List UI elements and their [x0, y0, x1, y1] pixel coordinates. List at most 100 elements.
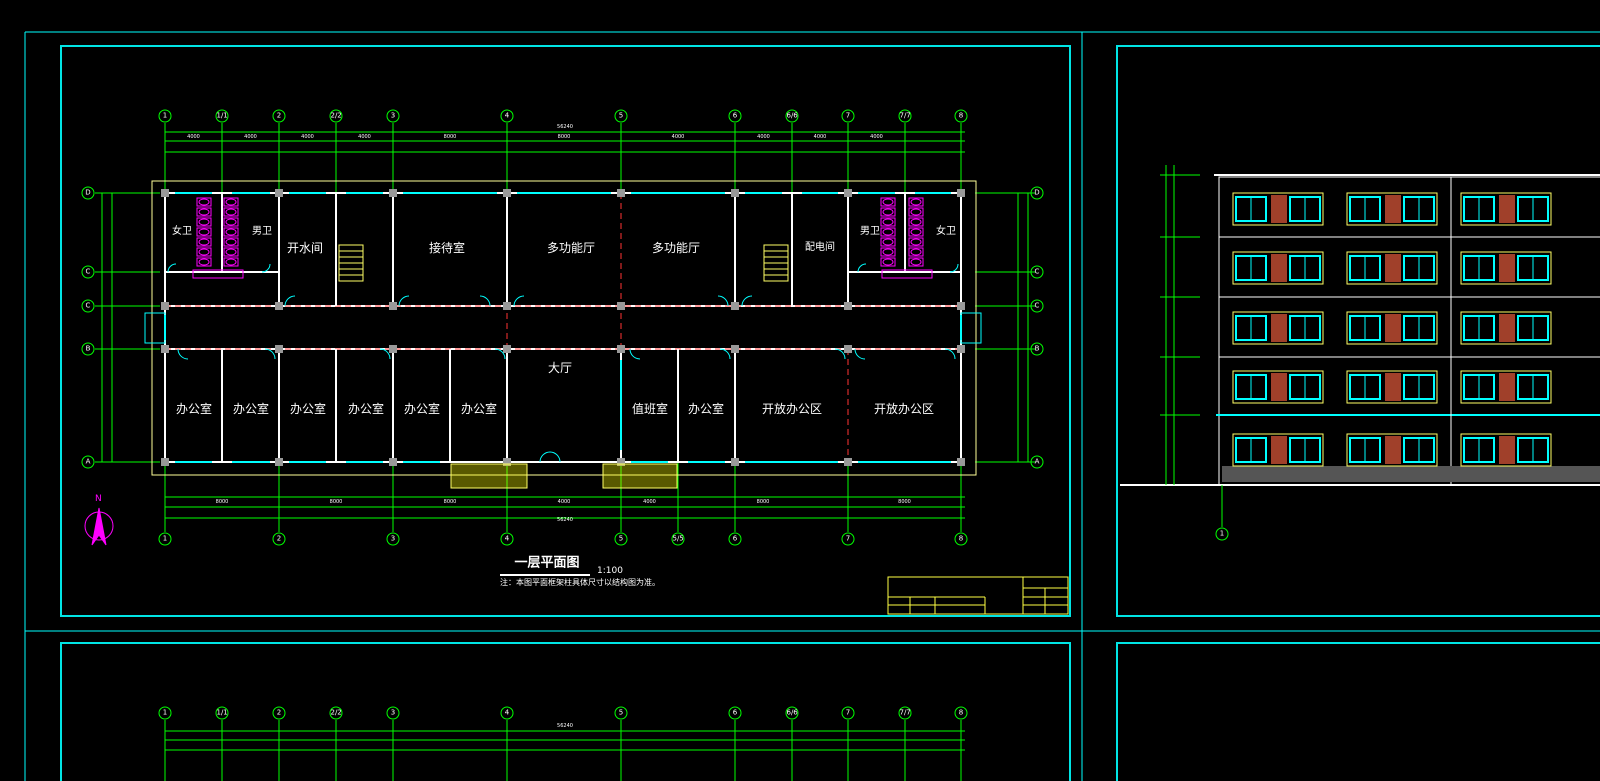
plan-note: 注：本图平面框架柱具体尺寸以结构图为准。	[500, 578, 660, 587]
axis-bubble-bottom: 6	[728, 532, 742, 546]
axis-bubble-top: 5	[614, 109, 628, 123]
axis-bubble-right: C	[1030, 265, 1044, 279]
axis-bubble-top: 7/7	[898, 109, 912, 123]
dimension-text: 8000	[756, 499, 770, 505]
axis-bubble-top: 2	[272, 109, 286, 123]
room-label-hall: 大厅	[547, 361, 573, 375]
axis-bubble-top: 1/1	[215, 109, 229, 123]
axis-bubble-bottom: 3	[386, 532, 400, 546]
dimension-text: 4000	[301, 134, 314, 140]
dimension-text: 4000	[187, 134, 200, 140]
axis-bubble-bottom: 5	[614, 532, 628, 546]
axis-bubble-bottom: 2	[272, 532, 286, 546]
room-label-women2: 女卫	[936, 226, 956, 237]
axis-bubble-plan2: 8	[954, 706, 968, 720]
exterior-wall	[164, 192, 962, 463]
axis-bubble-bottom: 8	[954, 532, 968, 546]
room-label-office7: 办公室	[687, 402, 725, 416]
door-swings	[144, 263, 982, 463]
room-label-multi1: 多功能厅	[546, 241, 596, 255]
axis-bubble-plan2: 5	[614, 706, 628, 720]
room-label-open1: 开放办公区	[761, 402, 823, 416]
room-label-men: 男卫	[860, 226, 880, 237]
axis-bubble-bottom: 5/5	[671, 532, 685, 546]
axis-bubble-plan2: 1	[158, 706, 172, 720]
room-label-office6: 办公室	[460, 402, 498, 416]
dimension-text: 4000	[813, 134, 827, 140]
axis-bubble-top: 6/6	[785, 109, 799, 123]
axis-bubble-top: 8	[954, 109, 968, 123]
axis-bubble-top: 2/2	[329, 109, 343, 123]
axis-bubble-left: A	[81, 455, 95, 469]
axis-bubble-plan2: 2/2	[329, 706, 343, 720]
axis-bubble-bottom: 4	[500, 532, 514, 546]
axis-bubble-left: C	[81, 265, 95, 279]
axis-bubble-plan2: 1/1	[215, 706, 229, 720]
axis-bubble-plan2: 7	[841, 706, 855, 720]
axis-bubble-top: 6	[728, 109, 742, 123]
room-label-office3: 办公室	[289, 402, 327, 416]
axis-bubble-top: 7	[841, 109, 855, 123]
axis-bubble-right: D	[1030, 186, 1044, 200]
axis-bubble-top: 4	[500, 109, 514, 123]
axis-bubble-left: C	[81, 299, 95, 313]
room-label-f-wc-w: 女卫	[172, 226, 192, 237]
plan-scale: 1:100	[597, 566, 623, 576]
stairs	[338, 244, 789, 489]
total-dimension-plan2: 56240	[557, 723, 573, 729]
elevation-windows	[1232, 192, 1552, 467]
dimension-text: 4000	[671, 134, 685, 140]
dimension-text: 4000	[870, 134, 883, 140]
dimension-text: 8000	[443, 134, 457, 140]
dimension-text: 8000	[443, 499, 457, 505]
room-label-boiler: 开水间	[286, 241, 324, 255]
elevation	[1120, 165, 1600, 541]
windows	[164, 192, 962, 463]
room-label-office5: 办公室	[403, 402, 441, 416]
room-label-reception: 接待室	[428, 241, 466, 255]
north-label: N	[95, 494, 102, 504]
total-dimension: 56240	[557, 124, 573, 130]
axis-bubble-bottom: 7	[841, 532, 855, 546]
axis-bubble-top: 1	[158, 109, 172, 123]
axis-bubble-plan2: 4	[500, 706, 514, 720]
axis-bubble-plan2: 7/7	[898, 706, 912, 720]
axis-ticks-2	[164, 720, 962, 781]
drawing-frames	[60, 45, 1600, 781]
dimension-text: 4000	[557, 499, 571, 505]
toilet-fixtures	[192, 197, 933, 279]
plan-title: 一层平面图	[514, 555, 580, 571]
axis-bubble-plan2: 6/6	[785, 706, 799, 720]
floor-plan	[84, 123, 1035, 576]
room-label-open2: 开放办公区	[873, 402, 935, 416]
room-label-office2: 办公室	[232, 402, 270, 416]
elevation-axis-marker: 1	[1219, 529, 1225, 538]
dimension-text: 4000	[244, 134, 257, 140]
room-label-power: 配电间	[805, 242, 835, 253]
north-arrow-icon	[84, 507, 114, 546]
dimension-text: 8000	[215, 499, 229, 505]
axis-bubble-right: B	[1030, 342, 1044, 356]
dimension-text: 8000	[329, 499, 343, 505]
dimension-text: 8000	[898, 499, 911, 505]
total-dimension-bottom: 56240	[557, 517, 573, 523]
axis-bubble-plan2: 2	[272, 706, 286, 720]
floor-plan-2	[164, 730, 965, 781]
axis-bubble-right: C	[1030, 299, 1044, 313]
room-label-office1: 办公室	[175, 402, 213, 416]
axis-bubble-right: A	[1030, 455, 1044, 469]
dimension-text: 4000	[757, 134, 770, 140]
axis-bubble-plan2: 6	[728, 706, 742, 720]
dimension-lines	[95, 131, 1035, 519]
room-label-duty: 值班室	[631, 402, 669, 416]
partitions	[165, 193, 961, 462]
room-label-office4: 办公室	[347, 402, 385, 416]
axis-ticks	[164, 123, 962, 532]
dimension-text: 4000	[358, 134, 371, 140]
axis-bubble-left: D	[81, 186, 95, 200]
dimension-text: 8000	[557, 134, 571, 140]
columns	[161, 189, 965, 466]
axis-bubble-left: B	[81, 342, 95, 356]
axis-bubble-plan2: 3	[386, 706, 400, 720]
